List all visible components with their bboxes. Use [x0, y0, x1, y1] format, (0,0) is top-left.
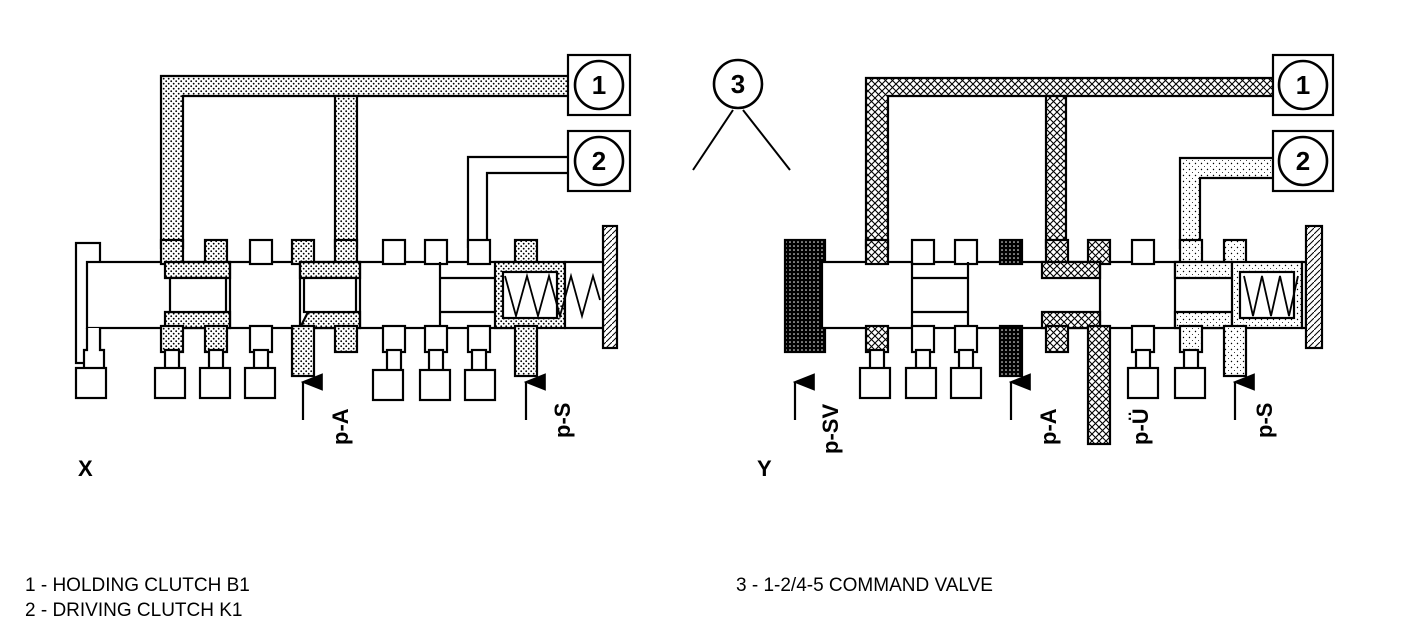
line-to-driving-clutch-y: [1178, 156, 1276, 250]
legend-item-1: 1 - HOLDING CLUTCH B1: [25, 575, 250, 596]
pressure-label-pa-x: p-A: [328, 408, 353, 445]
lower-ports-x: [74, 324, 539, 402]
svg-text:1: 1: [592, 70, 606, 100]
line-to-holding-clutch-x: [159, 74, 572, 250]
legend-item-3: 3 - 1-2/4-5 COMMAND VALVE: [736, 575, 993, 596]
legend-left: 1 - HOLDING CLUTCH B1 2 - DRIVING CLUTCH…: [25, 573, 250, 623]
valve-y: [783, 76, 1324, 446]
callout-1-x: 1: [566, 53, 632, 117]
pressure-label-ps-x: p-S: [550, 403, 575, 438]
callout-3: 3: [692, 58, 791, 171]
svg-text:3: 3: [731, 69, 745, 99]
legend-right: 3 - 1-2/4-5 COMMAND VALVE: [736, 573, 993, 598]
callout-2-x: 2: [566, 129, 632, 193]
callout-1-y: 1: [1271, 53, 1335, 117]
legend-item-2: 2 - DRIVING CLUTCH K1: [25, 600, 243, 621]
lower-ports-y: [858, 324, 1248, 446]
callout-2-y: 2: [1271, 129, 1335, 193]
svg-text:2: 2: [1296, 146, 1310, 176]
line-to-driving-clutch-x: [466, 155, 570, 248]
view-label-y: Y: [757, 456, 772, 481]
pressure-label-ps-y: p-S: [1252, 403, 1277, 438]
pressure-label-psv-y: p-SV: [818, 404, 843, 454]
svg-text:1: 1: [1296, 70, 1310, 100]
valve-x: [74, 74, 619, 420]
pressure-label-pa-y: p-A: [1036, 408, 1061, 445]
view-label-x: X: [78, 456, 93, 481]
pressure-label-pu-y: p-Ü: [1128, 408, 1153, 445]
svg-text:2: 2: [592, 146, 606, 176]
